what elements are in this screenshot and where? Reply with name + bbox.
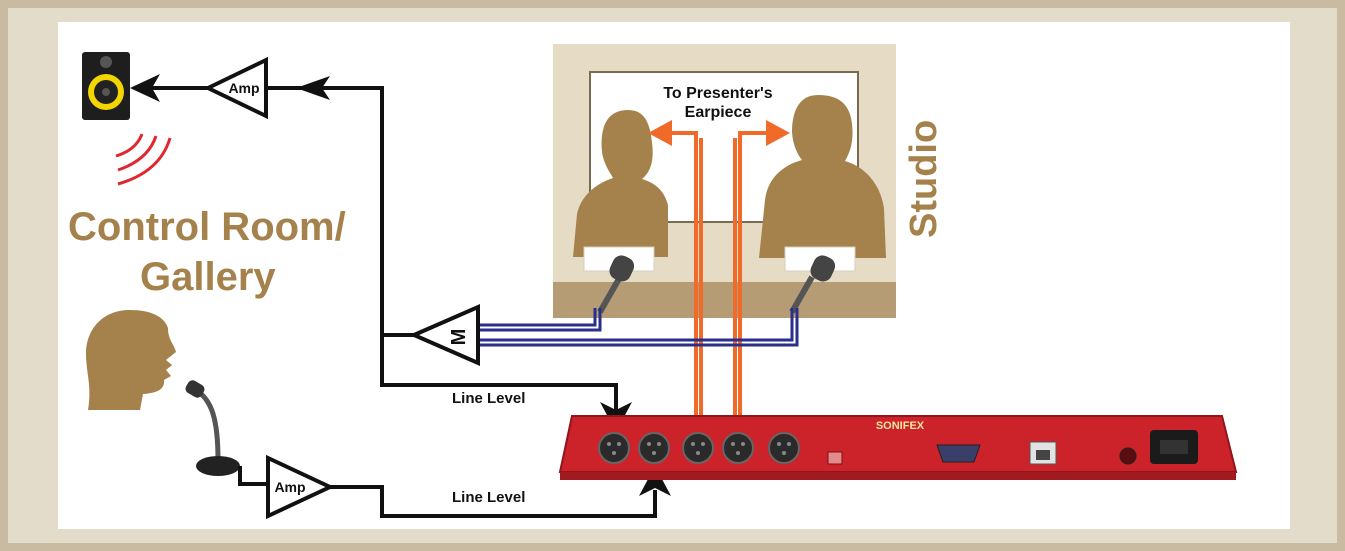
mixer-label: M — [448, 329, 470, 346]
speaker-icon — [82, 52, 130, 120]
device-brand-label: SONIFEX — [876, 420, 925, 432]
xlr-connector-icon[interactable] — [768, 432, 800, 464]
microphone-icon — [597, 255, 635, 314]
line-level-label-top: Line Level — [452, 390, 525, 407]
mic-cable-bottom — [238, 466, 657, 518]
listener-head-icon — [86, 310, 176, 410]
xlr-connector-icon[interactable] — [598, 432, 630, 464]
presenter-earpiece-label-line1: To Presenter's — [663, 85, 772, 102]
earpiece-cables — [668, 131, 770, 428]
earpiece-arrowheads — [648, 120, 790, 146]
xlr-connector-icon[interactable] — [722, 432, 754, 464]
mic-cables — [478, 308, 799, 347]
control-room-label-line1: Control Room/ — [68, 205, 346, 249]
mixer-icon[interactable]: M — [409, 303, 480, 367]
serial-port[interactable] — [936, 444, 981, 463]
presenter-left-icon — [573, 110, 668, 257]
presenter-earpiece-label-line2: Earpiece — [685, 104, 752, 121]
microphone-icon — [789, 255, 836, 314]
xlr-connector-icon[interactable] — [638, 432, 670, 464]
xlr-connector-icon[interactable] — [682, 432, 714, 464]
dip-switch[interactable] — [827, 451, 843, 465]
amp-top-label: Amp — [228, 80, 259, 96]
sound-waves-icon — [115, 133, 172, 186]
line-level-label-bottom: Line Level — [452, 489, 525, 506]
studio-label: Studio — [903, 120, 945, 238]
amplifier-icon[interactable]: Amp — [266, 454, 335, 520]
gooseneck-mic-icon — [185, 380, 240, 476]
amp-bottom-label: Amp — [274, 479, 305, 495]
control-room-label-line2: Gallery — [140, 255, 276, 299]
sonifex-device: SONIFEX — [558, 415, 1238, 480]
amplifier-icon[interactable]: Amp — [203, 56, 268, 120]
power-switch[interactable] — [1119, 447, 1137, 465]
presenter-right-icon — [759, 95, 886, 258]
